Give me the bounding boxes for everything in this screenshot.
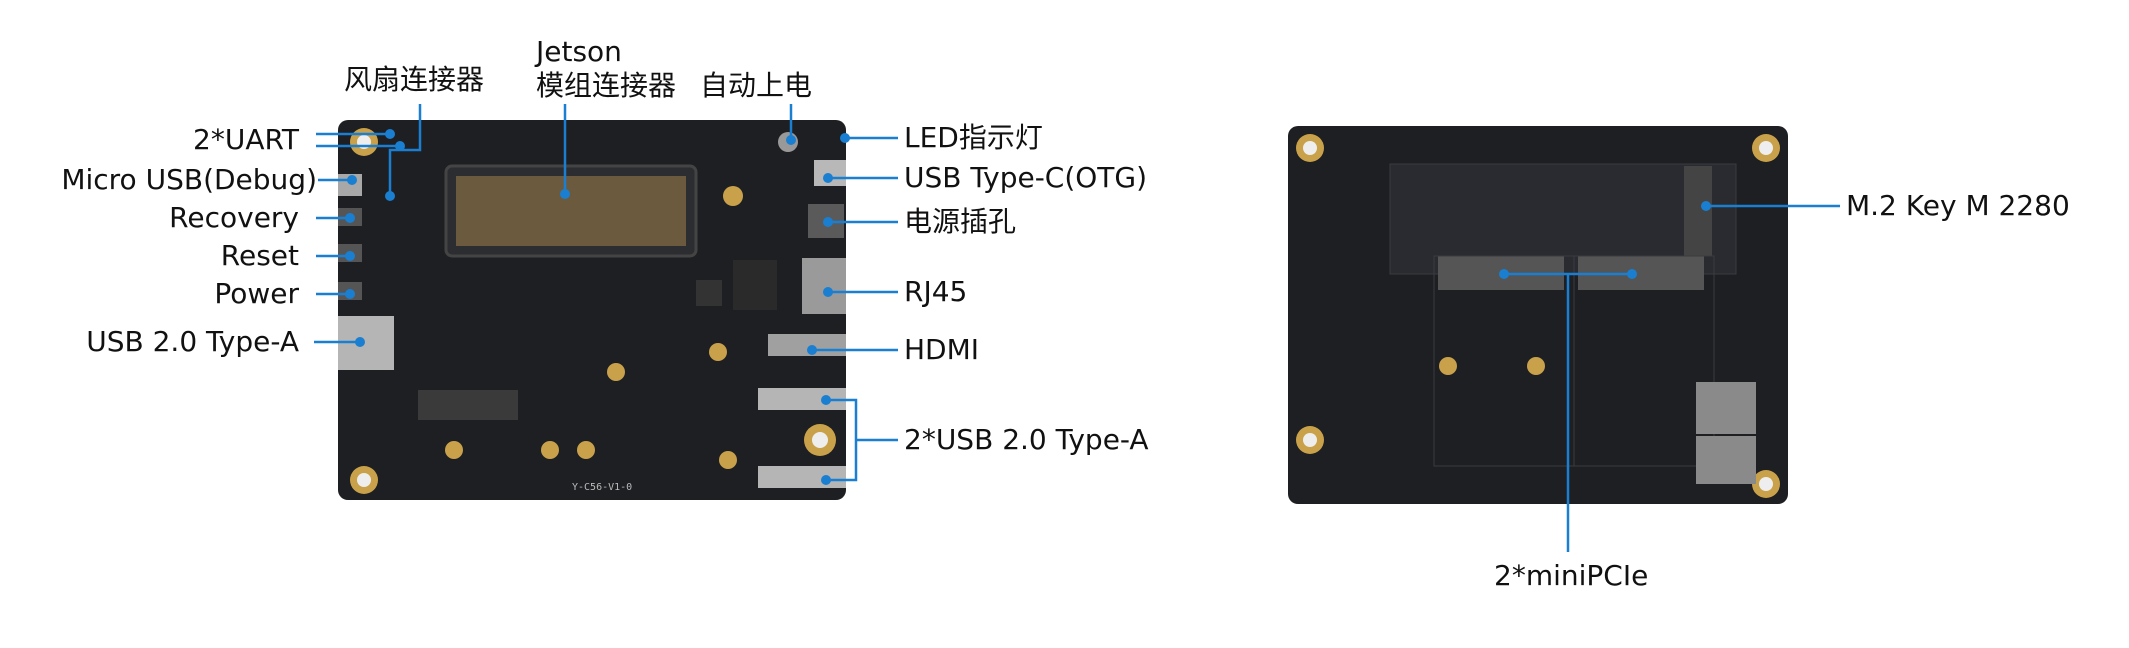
label-rj45: RJ45 [904, 275, 968, 308]
front-board-drawing [338, 128, 846, 494]
label-recovery: Recovery [169, 201, 299, 234]
board-revision-silkscreen: Y-C56-V1-0 [572, 482, 633, 493]
label-usb2-type-a: USB 2.0 Type-A [86, 325, 299, 358]
label-power: Power [214, 277, 299, 310]
label-usb-type-c-otg: USB Type-C(OTG) [904, 161, 1148, 194]
label-2x-minipcie: 2*miniPCIe [1494, 559, 1649, 592]
label-uart: 2*UART [193, 123, 299, 156]
label-auto-power-on: 自动上电 [700, 69, 813, 102]
label-jetson-line1: Jetson [536, 35, 622, 68]
label-m2-key-m-2280: M.2 Key M 2280 [1846, 189, 2070, 222]
label-2x-usb2-type-a: 2*USB 2.0 Type-A [904, 423, 1149, 456]
label-power-jack: 电源插孔 [904, 205, 1017, 238]
back-board-image [1288, 126, 1788, 504]
label-reset: Reset [220, 239, 299, 272]
label-led-indicator: LED指示灯 [904, 121, 1043, 154]
label-jetson-line2: 模组连接器 [536, 69, 677, 102]
label-fan-connector: 风扇连接器 [344, 63, 485, 96]
label-hdmi: HDMI [904, 333, 980, 366]
back-board-drawing [1296, 134, 1780, 498]
label-micro-usb-debug: Micro USB(Debug) [61, 163, 317, 196]
front-board-image [338, 120, 846, 500]
